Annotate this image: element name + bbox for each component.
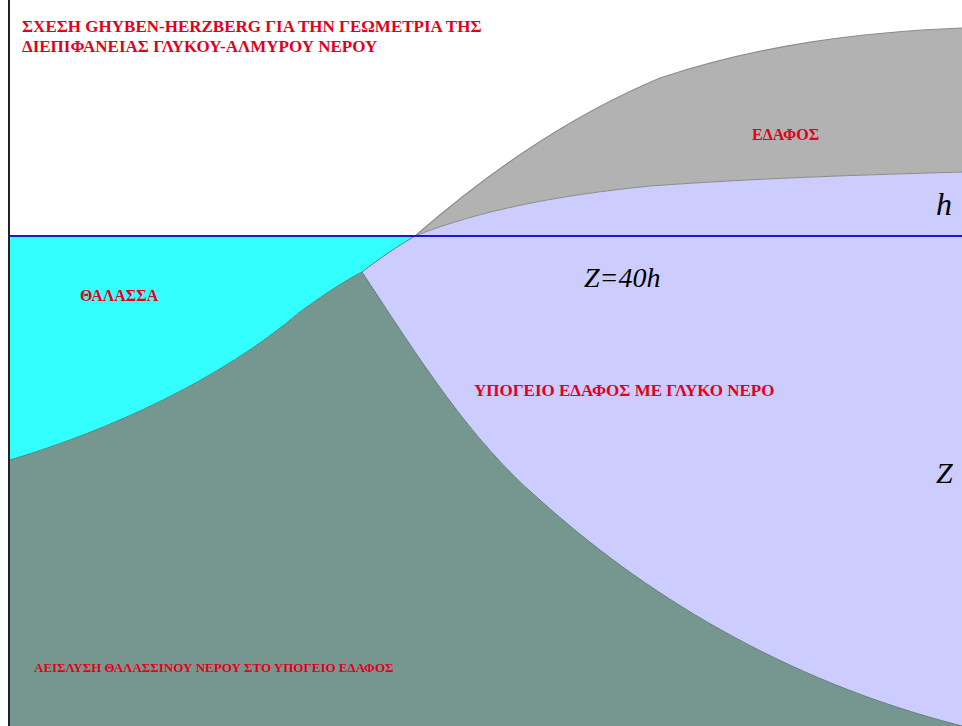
height-symbol: h bbox=[936, 186, 952, 223]
freshwater-lens bbox=[362, 172, 962, 726]
left-border bbox=[8, 0, 10, 726]
diagram-title: ΣΧΕΣΗ GHYBEN-HERZBERG ΓΙΑ ΤΗΝ ΓΕΩΜΕΤΡΙΑ … bbox=[22, 17, 512, 57]
freshwater-label: ΥΠΟΓΕΙΟ ΕΔΑΦΟΣ ΜΕ ΓΛΥΚΟ ΝΕΡΟ bbox=[474, 381, 774, 401]
sea-label: ΘΑΛΑΣΣΑ bbox=[80, 287, 158, 305]
ground-surface bbox=[415, 28, 962, 236]
sea-level-line bbox=[10, 235, 962, 237]
depth-formula: Z=40h bbox=[584, 262, 660, 294]
intrusion-label: ΑΕΙΣΛΥΣΗ ΘΑΛΑΣΣΙΝΟΥ ΝΕΡΟΥ ΣΤΟ ΥΠΟΓΕΙΟ ΕΔ… bbox=[34, 660, 394, 676]
sea-region bbox=[10, 236, 415, 460]
fresh-salt-interface bbox=[362, 272, 962, 726]
depth-symbol: Z bbox=[936, 456, 953, 490]
sea-bed bbox=[10, 236, 415, 460]
soil-region bbox=[415, 28, 962, 236]
water-table bbox=[415, 172, 962, 236]
soil-label: ΕΔΑΦΟΣ bbox=[752, 126, 819, 144]
